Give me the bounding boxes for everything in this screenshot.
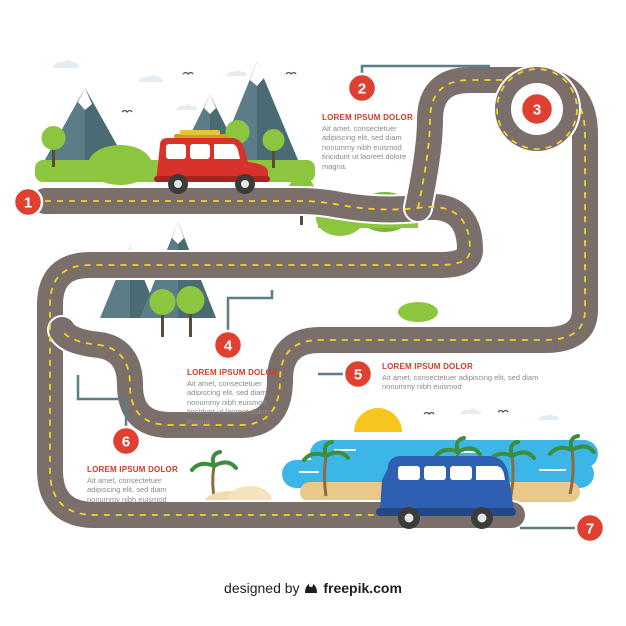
step-5-text: LOREM IPSUM DOLOR Ait amet, consectetuer… xyxy=(382,362,538,392)
winding-road xyxy=(30,65,600,530)
step-description: Ait amet, consectetuer adipiscing elit, … xyxy=(87,475,167,504)
bird-icon xyxy=(182,71,194,76)
footer-credit[interactable]: designed by freepik.com xyxy=(0,580,626,596)
step-number: 3 xyxy=(533,102,541,119)
cloud xyxy=(176,104,197,110)
step-description: Ait amet, consectetuer adipiscing elit, … xyxy=(322,123,407,171)
blue-van xyxy=(376,456,516,529)
red-car xyxy=(154,130,270,194)
step-4-text: LOREM IPSUM DOLOR Ait amet, consectetuer… xyxy=(187,368,278,426)
cloud xyxy=(138,75,163,82)
cloud xyxy=(52,60,79,68)
step-number: 6 xyxy=(122,434,130,451)
cloud xyxy=(226,70,247,76)
step-title: LOREM IPSUM DOLOR xyxy=(187,368,278,377)
step-marker-2[interactable]: 2 xyxy=(346,72,378,104)
clouds xyxy=(52,60,559,420)
step-description: Ait amet, consectetuer adipiscing elit, … xyxy=(382,372,539,392)
bird-icon xyxy=(121,109,133,114)
bird-icon xyxy=(285,71,297,76)
footer-brand: freepik.com xyxy=(323,580,402,596)
cloud xyxy=(460,408,481,414)
step-marker-3[interactable]: 3 xyxy=(519,91,555,127)
palm-tree xyxy=(548,434,596,495)
tree xyxy=(149,289,176,337)
step-description: Ait amet, consectetuer adipiscing elit, … xyxy=(187,378,272,426)
cloud xyxy=(538,414,559,420)
connector-4 xyxy=(226,290,274,342)
step-title: LOREM IPSUM DOLOR xyxy=(87,465,178,474)
step-marker-7[interactable]: 7 xyxy=(574,512,606,544)
step-marker-5[interactable]: 5 xyxy=(342,358,374,390)
step-title: LOREM IPSUM DOLOR xyxy=(382,362,473,371)
tree xyxy=(176,286,205,337)
step-title: LOREM IPSUM DOLOR xyxy=(322,113,413,122)
step-number: 4 xyxy=(224,338,233,355)
step-number: 2 xyxy=(358,81,366,98)
tree xyxy=(41,126,66,167)
step-marker-1[interactable]: 1 xyxy=(12,186,44,218)
freepik-logo-icon xyxy=(305,583,318,593)
birds xyxy=(121,71,509,416)
step-marker-4[interactable]: 4 xyxy=(212,329,244,361)
bird-icon xyxy=(497,409,509,414)
bird-icon xyxy=(423,411,435,416)
step-number: 1 xyxy=(24,195,32,212)
tree xyxy=(262,129,285,168)
palm-tree xyxy=(302,440,350,497)
step-6-text: LOREM IPSUM DOLOR Ait amet, consectetuer… xyxy=(87,465,178,504)
connector-6 xyxy=(76,375,128,440)
step-number: 7 xyxy=(586,521,594,538)
step-number: 5 xyxy=(354,367,362,384)
step-marker-6[interactable]: 6 xyxy=(110,425,142,457)
bush xyxy=(398,302,438,322)
footer-prefix: designed by xyxy=(224,580,300,596)
step-2-text: LOREM IPSUM DOLOR Ait amet, consectetuer… xyxy=(322,113,413,171)
